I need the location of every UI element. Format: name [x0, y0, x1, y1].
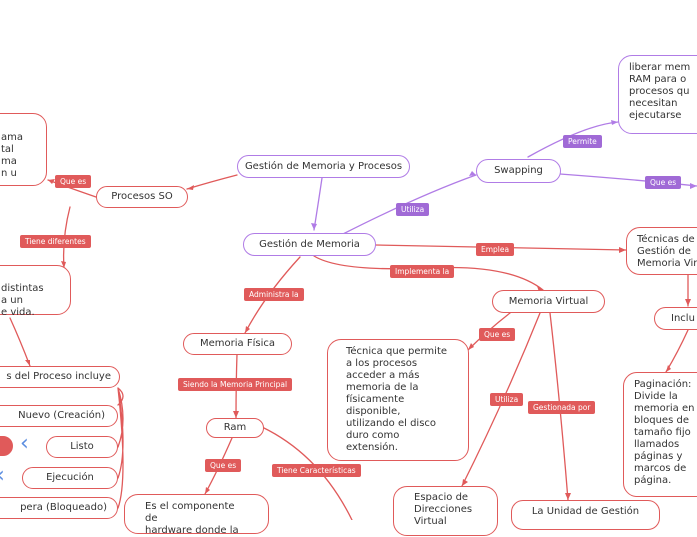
label-utiliza-1: Utiliza	[396, 203, 430, 216]
programa-node[interactable]: ama tal ma n u	[0, 113, 47, 186]
procesos-so-node[interactable]: Procesos SO	[96, 186, 188, 208]
label-que-es-1: Que es	[55, 175, 92, 188]
distintas-node[interactable]: distintas a un e vida.	[0, 265, 71, 318]
tecnicas-node[interactable]: Técnicas de Gestión de Memoria Vir	[626, 227, 697, 275]
label-emplea: Emplea	[476, 243, 515, 256]
ciclo-text: s del Proceso incluye	[6, 371, 111, 382]
link-swapping-queses	[559, 173, 697, 187]
link-incluye-paginacion	[665, 329, 689, 373]
link-root-procesos	[186, 174, 238, 190]
ciclo-node[interactable]: s del Proceso incluye	[0, 366, 120, 388]
ram-node[interactable]: Ram	[206, 418, 264, 438]
nuevo-node[interactable]: Nuevo (Creación)	[0, 405, 118, 427]
ejecucion-node[interactable]: Ejecución	[22, 467, 118, 489]
label-que-es-2: Que es	[645, 176, 682, 189]
link-gestion-swapping	[342, 174, 477, 235]
incluye-node[interactable]: Inclu	[654, 307, 697, 330]
listo-node[interactable]: Listo	[46, 436, 118, 458]
label-que-es-3: Que es	[479, 328, 516, 341]
paginacion-node[interactable]: Paginación: Divide la memoria en bloques…	[623, 372, 697, 497]
espera-text: pera (Bloqueado)	[20, 502, 107, 513]
link-swapping-liberar	[527, 121, 619, 158]
componente-node[interactable]: Es el componente de hardware donde la	[124, 494, 269, 536]
unidad-node[interactable]: La Unidad de Gestión	[511, 500, 660, 530]
label-administra-la: Administra la	[244, 288, 304, 301]
states-bracket	[117, 387, 124, 509]
label-gestionada-por: Gestionada por	[528, 401, 596, 414]
swapping-node[interactable]: Swapping	[476, 159, 561, 183]
label-tiene-diferentes: Tiene diferentes	[20, 235, 91, 248]
label-que-es-4: Que es	[205, 459, 242, 472]
memoria-virtual-node[interactable]: Memoria Virtual	[492, 290, 605, 313]
label-permite: Permite	[563, 135, 602, 148]
link-distintas-ciclo	[9, 317, 31, 367]
label-utiliza-2: Utiliza	[490, 393, 524, 406]
memoria-fisica-node[interactable]: Memoria Física	[183, 333, 292, 355]
espera-node[interactable]: pera (Bloqueado)	[0, 497, 118, 519]
distintas-text: distintas a un e vida.	[1, 283, 44, 318]
programa-text: ama tal ma n u	[1, 132, 23, 179]
label-tiene-caracteristicas: Tiene Características	[272, 464, 361, 477]
nuevo-text: Nuevo (Creación)	[18, 410, 105, 421]
tecnica-permite-node[interactable]: Técnica que permite a los procesos acced…	[327, 339, 469, 461]
root-node[interactable]: Gestión de Memoria y Procesos	[237, 155, 410, 178]
liberar-node[interactable]: liberar mem RAM para o procesos qu neces…	[618, 55, 697, 134]
chevron-left-icon: ‹	[0, 465, 5, 487]
chevron-left-icon: ‹	[20, 431, 29, 456]
label-implementa-la: Implementa la	[390, 265, 455, 278]
link-root-gestion	[313, 177, 323, 231]
espacio-node[interactable]: Espacio de Direcciones Virtual	[393, 486, 498, 536]
gestion-memoria-node[interactable]: Gestión de Memoria	[243, 233, 376, 256]
label-siendo-la: Siendo la Memoria Principal	[178, 378, 293, 391]
